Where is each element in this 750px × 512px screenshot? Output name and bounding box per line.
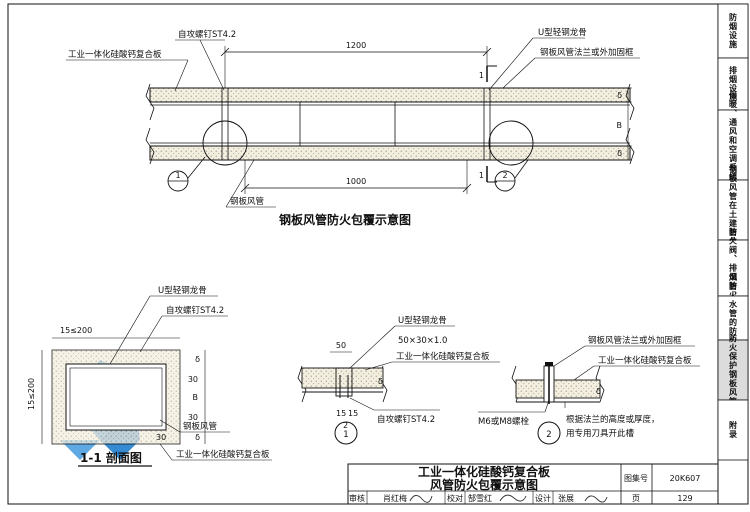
detail1-dim-15a: 15 bbox=[336, 409, 346, 418]
top-board bbox=[149, 87, 631, 103]
label-screw: 自攻螺钉ST4.2 bbox=[178, 29, 236, 40]
section-duct bbox=[65, 363, 167, 431]
side-tab-label-7: 防火保护钢板风管 bbox=[728, 333, 738, 406]
detail2-label-board: 工业一体化硅酸钙复合板 bbox=[598, 355, 692, 366]
detail-2: δ 钢板风管法兰或外加固框 工业一体化硅酸钙复合板 M6或M8螺栓 根据法兰的高… bbox=[478, 335, 700, 445]
check-signature bbox=[499, 494, 527, 502]
dim-section-delta-bottom: δ bbox=[195, 433, 200, 442]
bottom-board bbox=[149, 145, 631, 161]
side-tab-label-6: 风管、水管的防火封堵 bbox=[728, 273, 738, 363]
detail1-u-keel bbox=[335, 367, 353, 397]
review-name: 肖红梅 bbox=[383, 493, 407, 503]
detail2-label-bolt: M6或M8螺栓 bbox=[478, 416, 529, 427]
detail2-board bbox=[515, 379, 601, 399]
detail2-dim-delta: δ bbox=[596, 387, 601, 396]
dim-section-left: 15≤200 bbox=[27, 378, 36, 410]
dim-section-top: 15≤200 bbox=[60, 326, 92, 335]
review-signature bbox=[409, 495, 433, 503]
detail1-board bbox=[301, 367, 384, 389]
dim-1200: 1200 bbox=[346, 41, 366, 50]
dim-section-delta-top: δ bbox=[195, 355, 200, 364]
label-u-keel-top: U型轻钢龙骨 bbox=[538, 27, 587, 38]
detail1-label-board: 工业一体化硅酸钙复合板 bbox=[396, 351, 490, 362]
side-tab-label-8: 附录 bbox=[729, 420, 738, 439]
side-tab-label-4: 钢板风管在土建管井内 bbox=[728, 164, 738, 255]
label-board-top: 工业一体化硅酸钙复合板 bbox=[68, 49, 162, 60]
atlas-label: 图集号 bbox=[624, 473, 648, 483]
title-block: 工业一体化硅酸钙复合板 风管防火包覆示意图 图集号 20K607 审核 肖红梅 … bbox=[347, 463, 719, 505]
side-tab-label-3: 供暖、通风和空调系统防火 bbox=[728, 90, 738, 199]
u-keel-right bbox=[483, 87, 491, 161]
side-tab-5[interactable] bbox=[717, 239, 749, 297]
callout-2-label: 2 bbox=[502, 171, 507, 180]
detail-circle-2 bbox=[488, 120, 534, 166]
side-tab-label-1: 防烟设施 bbox=[729, 12, 738, 49]
duct-elevation: 1 2 1 1 1200 1000 δ B δ bbox=[66, 27, 640, 227]
side-tab-4[interactable] bbox=[717, 179, 749, 241]
section-1-1: 15≤200 15≤200 δ 30 B 30 δ 30 U型轻钢龙骨 自攻螺钉… bbox=[27, 285, 272, 467]
side-tab-label-2: 排烟设施 bbox=[729, 65, 738, 102]
detail1-dim-50: 50 bbox=[336, 341, 346, 350]
title-line2: 风管防火包覆示意图 bbox=[430, 477, 538, 492]
dim-section-30-bottom-inner: 30 bbox=[156, 433, 166, 442]
design-signature bbox=[584, 495, 608, 503]
detail2-label-flange: 钢板风管法兰或外加固框 bbox=[588, 335, 682, 346]
check-name: 郜雪红 bbox=[468, 493, 492, 503]
callout-1-label: 1 bbox=[175, 171, 180, 180]
review-label: 审核 bbox=[349, 493, 365, 503]
dim-delta-bottom: δ bbox=[617, 149, 622, 158]
dim-1000: 1000 bbox=[346, 177, 366, 186]
detail2-number: 2 bbox=[546, 430, 551, 440]
detail1-label-screw: 自攻螺钉ST4.2 bbox=[377, 414, 435, 425]
detail1-dim-15b: 15 bbox=[348, 409, 358, 418]
dim-B: B bbox=[617, 121, 623, 130]
label-flange-top: 钢板风管法兰或外加固框 bbox=[540, 47, 634, 58]
detail2-note-line2: 用专用刀具开此槽 bbox=[566, 428, 635, 439]
dim-delta-top: δ bbox=[617, 91, 622, 100]
side-tab-8[interactable] bbox=[717, 399, 749, 461]
page-label: 页 bbox=[632, 494, 640, 503]
detail1-number: 1 bbox=[343, 430, 348, 440]
side-tab-2[interactable] bbox=[717, 57, 749, 111]
top-diagram-title: 钢板风管防火包覆示意图 bbox=[279, 212, 411, 227]
detail-circle-1 bbox=[202, 120, 248, 166]
check-label: 校对 bbox=[447, 493, 463, 503]
detail-1: 50 δ 15 15 2 U型轻钢龙骨 50×30×1.0 工业一体化硅酸钙复合… bbox=[297, 315, 500, 445]
title-line1: 工业一体化硅酸钙复合板 bbox=[418, 464, 551, 479]
atlas-no: 20K607 bbox=[670, 474, 701, 483]
dim-section-30-bottom: 30 bbox=[188, 413, 198, 422]
detail2-note-line1: 根据法兰的高度或厚度， bbox=[566, 414, 660, 425]
detail1-label-u-size: 50×30×1.0 bbox=[398, 336, 447, 346]
section-label-board: 工业一体化硅酸钙复合板 bbox=[176, 449, 270, 460]
design-name: 张展 bbox=[558, 494, 574, 503]
detail1-label-u-keel: U型轻钢龙骨 bbox=[398, 315, 447, 326]
section-title: 1-1 剖面图 bbox=[80, 450, 142, 465]
dim-section-B: B bbox=[193, 393, 199, 402]
label-duct-top: 钢板风管 bbox=[230, 196, 264, 207]
section-mark-top: 1 bbox=[479, 71, 484, 80]
section-label-screw: 自攻螺钉ST4.2 bbox=[166, 305, 224, 316]
side-tabs: 防烟设施排烟设施供暖、通风和空调系统防火钢板风管在土建管井内防火阀、排烟防火阀风… bbox=[717, 3, 749, 505]
side-tab-6[interactable] bbox=[717, 295, 749, 341]
detail1-dim-2: 2 bbox=[343, 421, 348, 430]
section-label-u-keel: U型轻钢龙骨 bbox=[158, 285, 207, 296]
detail2-marker bbox=[537, 421, 561, 445]
section-mark-bottom: 1 bbox=[479, 171, 484, 180]
dim-section-30-top: 30 bbox=[188, 375, 198, 384]
side-tab-label-5: 防火阀、排烟防火阀 bbox=[728, 227, 738, 309]
section-label-duct: 钢板风管 bbox=[183, 421, 217, 432]
detail1-dim-delta: δ bbox=[378, 377, 383, 386]
design-label: 设计 bbox=[535, 493, 551, 503]
detail1-marker bbox=[334, 421, 358, 445]
page-no: 129 bbox=[677, 494, 692, 503]
side-tab-1[interactable] bbox=[717, 3, 749, 59]
